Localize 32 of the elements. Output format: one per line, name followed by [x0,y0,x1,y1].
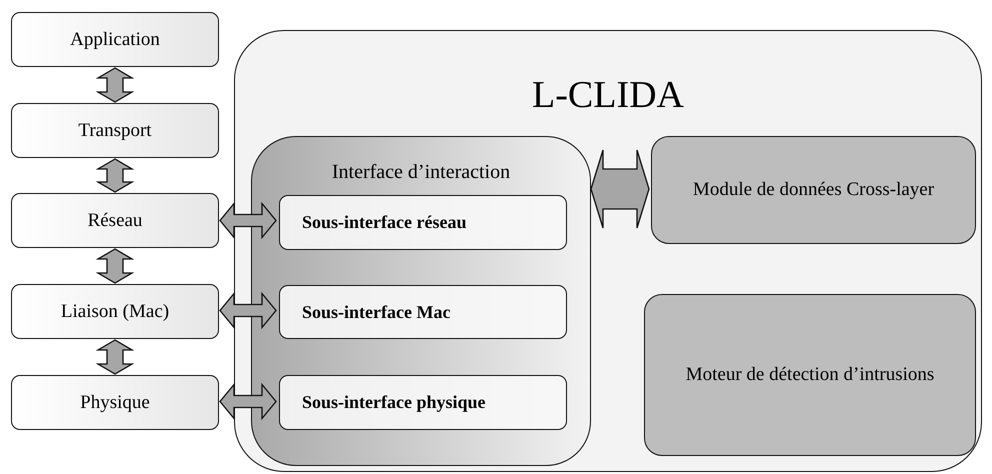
container-title: L-CLIDA [531,73,685,117]
layer-box [11,103,219,158]
layer-box [11,193,219,248]
layer-box [11,375,219,430]
interface-container [251,136,591,466]
node-label: Physique [80,390,150,415]
double-arrow [96,248,134,284]
layer-box [11,284,219,339]
node-label: Sous-interface physique [302,391,486,414]
module-box [651,136,976,244]
node-label: Moteur de détection d’intrusions [686,363,934,388]
node-label: Transport [78,118,152,143]
double-arrow [96,158,134,193]
double-arrow [590,149,650,229]
node-label: Liaison (Mac) [60,300,170,324]
sub-interface-box [279,285,567,339]
module-box [644,294,976,456]
double-arrow [96,339,134,375]
node-label: Sous-interface réseau [302,211,466,234]
sub-interface-box [279,195,567,250]
layer-box [11,12,219,67]
node-label: Réseau [88,208,142,233]
system-container [234,30,982,472]
double-arrow [219,202,277,240]
double-arrow [219,292,277,330]
node-label: Application [70,28,160,52]
double-arrow [219,382,277,420]
node-label: Module de données Cross-layer [692,178,934,202]
sub-interface-box [279,375,567,430]
container-title: Interface d’interaction [330,161,512,184]
double-arrow [96,67,134,103]
node-label: Sous-interface Mac [302,300,450,324]
